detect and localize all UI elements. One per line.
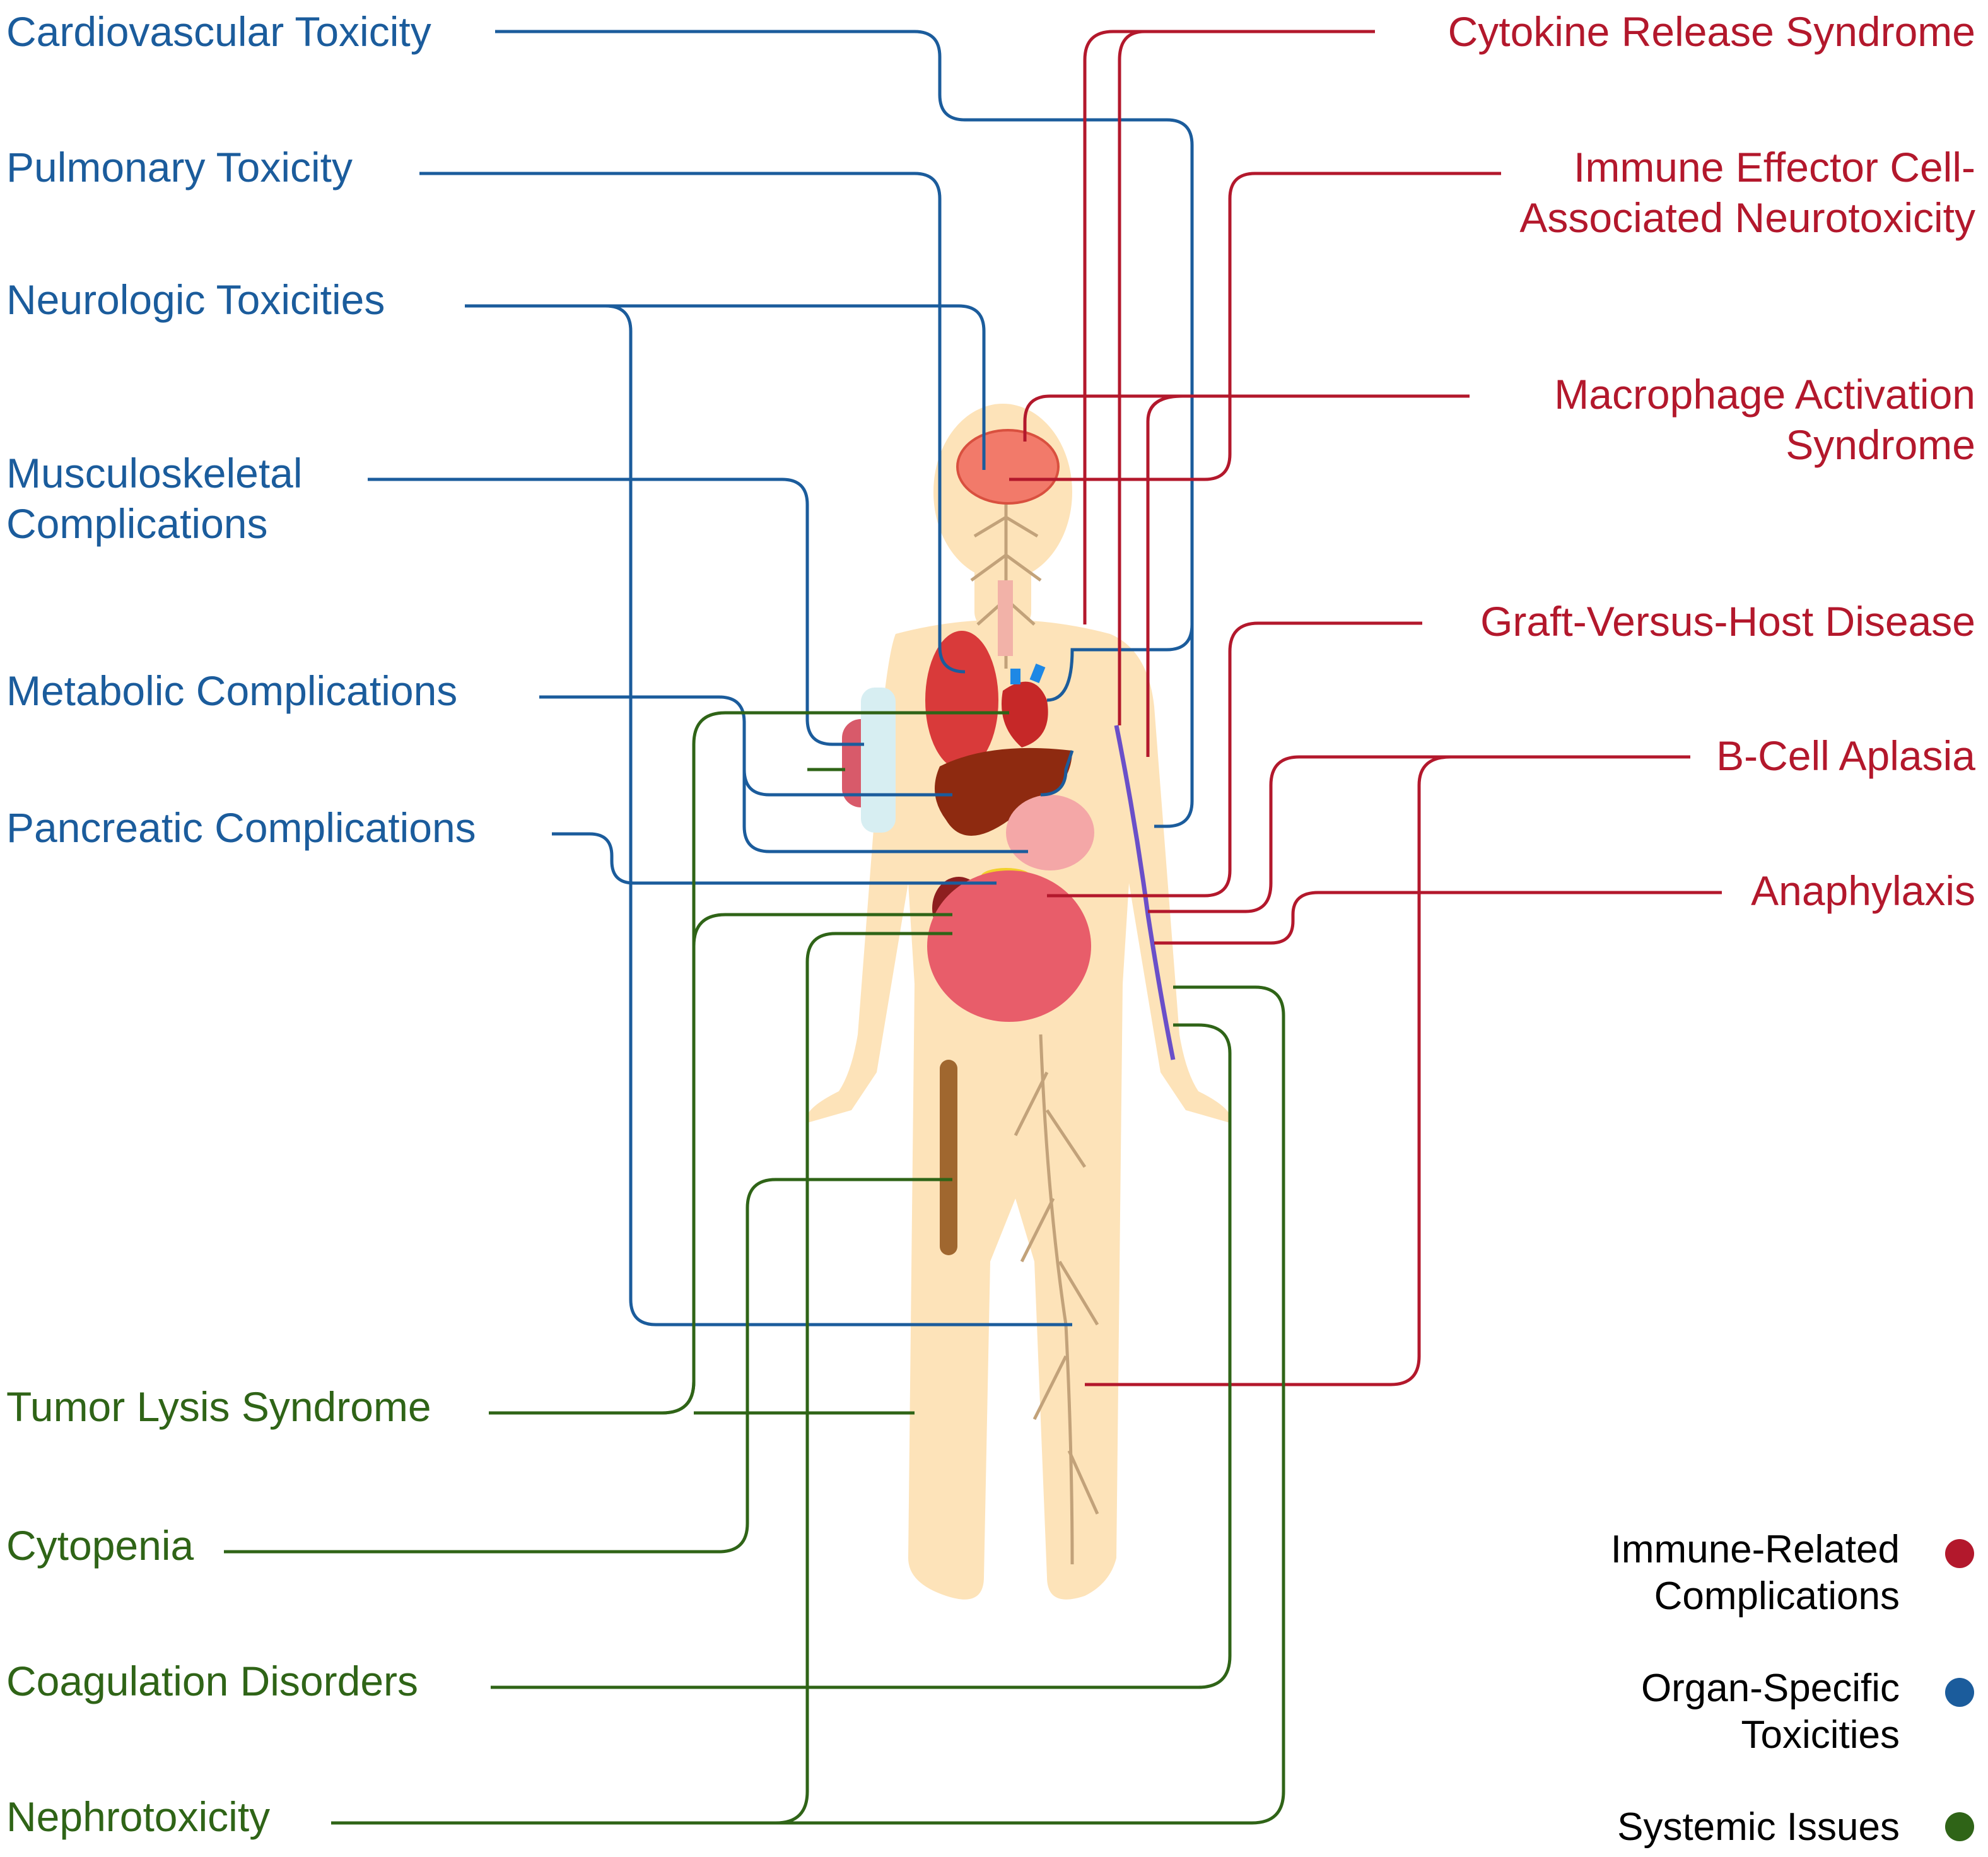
- intestine-shape: [927, 870, 1091, 1022]
- label-coagulation-disorders: Coagulation Disorders: [6, 1658, 419, 1704]
- label-anaphylaxis: Anaphylaxis: [1751, 867, 1975, 914]
- legend-systemic-dot: [1945, 1812, 1974, 1841]
- label-b-cell-aplasia: B-Cell Aplasia: [1716, 732, 1975, 779]
- systemic-connectors: [224, 711, 1285, 1825]
- label-cytokine-release-syndrome: Cytokine Release Syndrome: [1447, 8, 1975, 55]
- legend-immune-dot: [1945, 1539, 1974, 1568]
- label-pancreatic-complications: Pancreatic Complications: [6, 804, 476, 851]
- label-cardiovascular-toxicity: Cardiovascular Toxicity: [6, 8, 431, 55]
- femur-shape: [940, 1060, 957, 1255]
- lung-shape: [925, 631, 998, 770]
- aorta-shape: [1010, 664, 1046, 684]
- stomach-shape: [1006, 795, 1094, 870]
- legend-immune-label: Immune-Related Complications: [1610, 1528, 1900, 1618]
- immune-connectors: [1009, 30, 1722, 1386]
- liver-shape: [935, 747, 1072, 836]
- label-tumor-lysis-syndrome: Tumor Lysis Syndrome: [6, 1383, 431, 1430]
- brain-shape: [956, 429, 1060, 505]
- label-neurologic-toxicities: Neurologic Toxicities: [6, 276, 385, 323]
- label-pulmonary-toxicity: Pulmonary Toxicity: [6, 144, 353, 190]
- trachea-shape: [998, 580, 1013, 656]
- label-graft-versus-host-disease: Graft-Versus-Host Disease: [1480, 598, 1975, 645]
- label-icans: Immune Effector Cell- Associated Neuroto…: [1519, 144, 1975, 241]
- label-musculoskeletal-complications: Musculoskeletal Complications: [6, 450, 303, 547]
- legend-systemic-label: Systemic Issues: [1617, 1805, 1900, 1849]
- label-cytopenia: Cytopenia: [6, 1522, 194, 1569]
- label-nephrotoxicity: Nephrotoxicity: [6, 1793, 271, 1840]
- label-macrophage-activation-syndrome: Macrophage Activation Syndrome: [1554, 371, 1975, 468]
- legend-organ-dot: [1945, 1678, 1974, 1707]
- label-metabolic-complications: Metabolic Complications: [6, 667, 458, 714]
- heart-shape: [1002, 681, 1048, 747]
- organ-connectors: [368, 30, 1194, 1327]
- humerus-shape: [861, 688, 896, 833]
- vein-shape: [1114, 725, 1176, 1060]
- legend-organ-label: Organ-Specific Toxicities: [1640, 1667, 1900, 1757]
